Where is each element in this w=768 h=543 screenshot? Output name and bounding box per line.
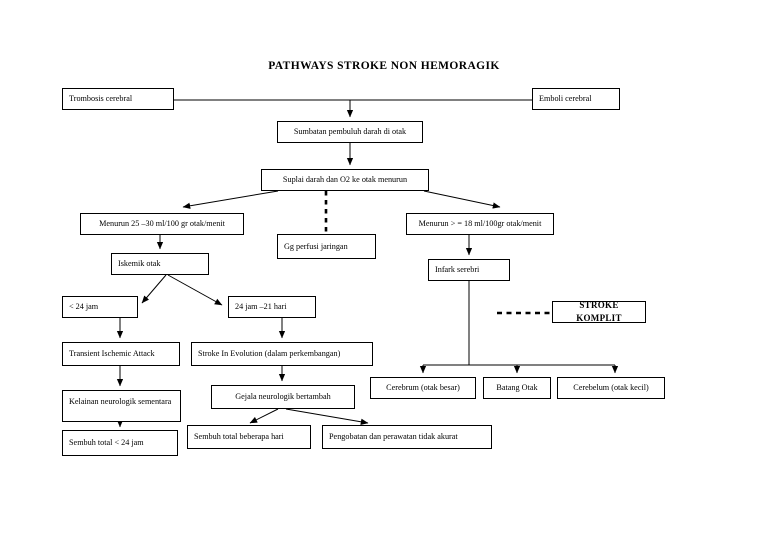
- edge-gejala-pengobatan: [285, 408, 369, 425]
- page-title: PATHWAYS STROKE NON HEMORAGIK: [268, 60, 500, 72]
- node-label: Infark serebri: [435, 265, 480, 275]
- node-label: Kelainan neurologik sementara: [69, 397, 172, 406]
- node-label: Gejala neurologik bertambah: [235, 392, 331, 402]
- node-label: Cerebelum (otak kecil): [573, 383, 649, 393]
- node-label: Emboli cerebral: [539, 94, 592, 104]
- node-suplai: Suplai darah dan O2 ke otak menurun: [261, 169, 429, 191]
- edge-infark-trunk: [419, 281, 619, 374]
- node-label: Cerebrum (otak besar): [386, 383, 460, 393]
- node-trombosis: Trombosis cerebral: [62, 88, 174, 110]
- node-label: Sembuh total < 24 jam: [69, 438, 144, 448]
- node-pengobatan: Pengobatan dan perawatan tidak akurat: [322, 425, 492, 449]
- node-gejala: Gejala neurologik bertambah: [211, 385, 355, 409]
- node-sembuhbeberapa: Sembuh total beberapa hari: [187, 425, 311, 449]
- node-label: Batang Otak: [496, 383, 538, 393]
- node-label: < 24 jam: [69, 302, 99, 312]
- node-evolution: Stroke In Evolution (dalam perkembangan): [191, 342, 373, 366]
- node-cerebelum: Cerebelum (otak kecil): [557, 377, 665, 399]
- node-kelainan: Kelainan neurologik sementara: [62, 390, 181, 422]
- node-sumbatan: Sumbatan pembuluh darah di otak: [277, 121, 423, 143]
- node-menurun18: Menurun > = 18 ml/100gr otak/menit: [406, 213, 554, 235]
- node-label: Sembuh total beberapa hari: [194, 432, 284, 442]
- node-label: Iskemik otak: [118, 259, 161, 269]
- node-label: 24 jam –21 hari: [235, 302, 287, 312]
- edge-suplai-menurun25: [182, 190, 279, 209]
- node-iskemik: Iskemik otak: [111, 253, 209, 275]
- node-label: Suplai darah dan O2 ke otak menurun: [282, 175, 408, 185]
- edge-gejala-sembuhbeberapa: [249, 408, 279, 424]
- node-jam24hari21: 24 jam –21 hari: [228, 296, 316, 318]
- node-label: Sumbatan pembuluh darah di otak: [293, 127, 407, 137]
- node-cerebrum: Cerebrum (otak besar): [370, 377, 476, 399]
- node-label: Stroke In Evolution (dalam perkembangan): [198, 349, 341, 359]
- node-tia: Transient Ischemic Attack: [62, 342, 180, 366]
- node-batangotak: Batang Otak: [483, 377, 551, 399]
- node-label: Transient Ischemic Attack: [69, 349, 155, 359]
- node-label: Menurun > = 18 ml/100gr otak/menit: [418, 219, 542, 229]
- node-kurang24: < 24 jam: [62, 296, 138, 318]
- node-ggperfusi: Gg perfusi jaringan: [277, 234, 376, 259]
- node-menurun25: Menurun 25 –30 ml/100 gr otak/menit: [80, 213, 244, 235]
- node-emboli: Emboli cerebral: [532, 88, 620, 110]
- node-strokekomplit: STROKE KOMPLIT: [552, 299, 646, 323]
- node-label: Menurun 25 –30 ml/100 gr otak/menit: [99, 219, 225, 229]
- node-label: STROKE KOMPLIT: [576, 299, 622, 323]
- node-label: Pengobatan dan perawatan tidak akurat: [329, 432, 458, 442]
- edge-iskemik-jam24: [167, 274, 223, 306]
- node-infark: Infark serebri: [428, 259, 510, 281]
- edge-iskemik-kurang24: [141, 274, 167, 304]
- edge-suplai-menurun18: [423, 190, 501, 209]
- node-label: Trombosis cerebral: [69, 94, 133, 104]
- node-label: Gg perfusi jaringan: [284, 241, 348, 251]
- node-sembuh24: Sembuh total < 24 jam: [62, 430, 178, 456]
